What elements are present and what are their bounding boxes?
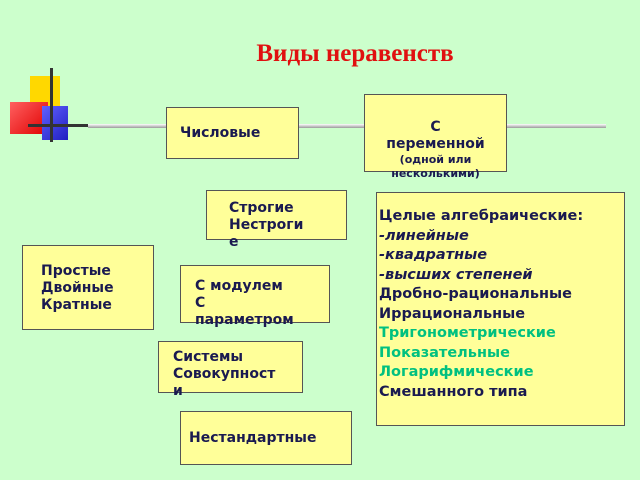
strict-line1: Строгие [229,200,294,216]
variable-line1: С [430,119,441,135]
types-irrational: Иррациональные [379,305,526,322]
types-mixed: Смешанного типа [379,383,528,400]
variable-line2: переменной [386,136,485,152]
numeric-box: Числовые [166,107,299,159]
logo-vertical-line [50,68,53,142]
strict-line2: Нестроги [229,217,304,233]
systems-line1: Системы [173,349,244,365]
connector-line-middle [298,124,364,128]
nonstandard-label: Нестандартные [189,430,317,446]
numeric-label: Числовые [180,125,261,141]
logo-yellow-square [30,76,60,106]
connector-line-right [506,124,606,128]
types-linear: -линейные [379,227,469,244]
types-header: Целые алгебраические: [379,208,584,224]
modulus-box: С модулем С параметром [180,265,330,328]
strict-box: Строгие Нестроги е [206,190,347,250]
types-box: Целые алгебраические: -линейные -квадрат… [376,192,625,426]
types-exponential: Показательные [379,344,510,361]
systems-box: Системы Совокупност и [158,341,303,399]
types-logarithmic: Логарифмические [379,364,534,380]
systems-line2: Совокупност [173,366,276,382]
variable-box: С переменной (одной или несколькими) [364,94,507,180]
types-rational: Дробно-рациональные [379,286,572,302]
systems-line3: и [173,383,183,399]
modulus-line2: С [195,295,206,311]
simple-line3: Кратные [41,297,112,313]
page-title: Виды неравенств [256,40,454,67]
types-trig: Тригонометрические [379,325,556,341]
modulus-line3: параметром [195,312,294,328]
connector-line-left [88,124,168,128]
variable-line3: (одной или [399,153,472,166]
decorative-logo [8,40,98,142]
nonstandard-box: Нестандартные [180,411,352,465]
logo-red-square [10,102,48,134]
simple-line1: Простые [41,263,111,279]
simple-box: Простые Двойные Кратные [22,245,154,330]
variable-line4: несколькими) [391,167,480,180]
simple-line2: Двойные [41,280,114,296]
logo-horizontal-line [28,124,98,127]
types-quadratic: -квадратные [379,247,488,263]
logo-blue-square [42,106,68,140]
modulus-line1: С модулем [195,278,283,294]
strict-line3: е [229,234,239,250]
types-higher: -высших степеней [379,266,533,283]
